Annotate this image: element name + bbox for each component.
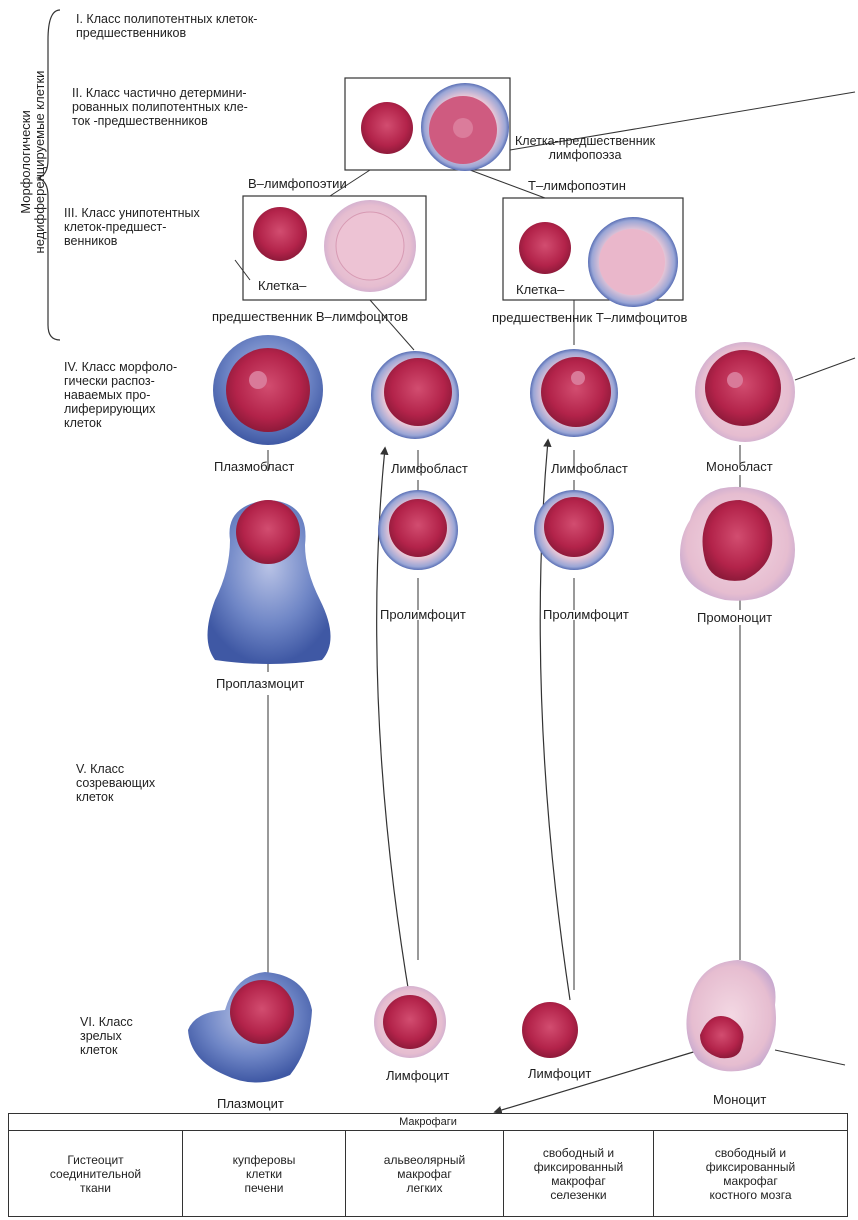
t-progenitor-label-bottom: предшественник Т–лимфоцитов xyxy=(492,310,687,325)
class-ii-small-cell xyxy=(361,102,413,154)
macrophage-cell-alveolar: альвеолярный макрофаг легких xyxy=(345,1131,503,1217)
b-lymphoblast-label: Лимфобласт xyxy=(391,461,468,476)
t-progenitor-large-cell xyxy=(588,217,678,307)
proplasmocyte-cell xyxy=(208,500,331,664)
class-iv-title: IV. Класс морфоло- гически распоз- навае… xyxy=(64,360,177,430)
macrophage-cell-histiocyte: Гистеоцит соединительной ткани xyxy=(9,1131,182,1217)
b-progenitor-small-cell xyxy=(253,207,307,261)
t-lymphoblast-cell xyxy=(530,349,618,437)
b-progenitor-large-cell xyxy=(324,200,416,292)
t-prolymphocyte-cell xyxy=(534,490,614,570)
class-ii-title: II. Класс частично детермини- рованных п… xyxy=(72,86,248,128)
t-lymphoblast-label: Лимфобласт xyxy=(551,461,628,476)
proplasmocyte-label: Проплазмоцит xyxy=(216,676,304,691)
macrophages-header: Макрофаги xyxy=(9,1114,847,1131)
b-lymphoblast-cell xyxy=(371,351,459,439)
side-label: Морфологически недифференцируемые клетки xyxy=(19,67,47,257)
macrophage-cell-kupffer: купферовы клетки печени xyxy=(182,1131,345,1217)
plasmocyte-cell xyxy=(188,972,312,1083)
t-progenitor-small-cell xyxy=(519,222,571,274)
b-progenitor-label-top: Клетка– xyxy=(258,278,306,293)
monocyte-label: Моноцит xyxy=(713,1092,766,1107)
macrophage-cell-spleen: свободный и фиксированный макрофаг селез… xyxy=(503,1131,653,1217)
class-v-title: V. Класс созревающих клеток xyxy=(76,762,155,804)
lymphopoiesis-progenitor-cell xyxy=(421,83,509,171)
promonocyte-label: Промоноцит xyxy=(697,610,772,625)
t-prolymphocyte-label: Пролимфоцит xyxy=(543,607,629,622)
t-lymphopoietin-label: Т–лимфопоэтин xyxy=(528,178,626,193)
plasmoblast-cell xyxy=(213,335,323,445)
monoblast-cell xyxy=(695,342,795,442)
promonocyte-cell xyxy=(680,487,795,601)
t-lymphocyte-cell xyxy=(522,1002,578,1058)
monocyte-cell xyxy=(686,960,776,1071)
macrophage-cell-bone-marrow: свободный и фиксированный макрофаг костн… xyxy=(653,1131,847,1217)
class-vi-title: VI. Класс зрелых клеток xyxy=(80,1015,133,1057)
monoblast-label: Монобласт xyxy=(706,459,773,474)
t-progenitor-label-top: Клетка– xyxy=(516,282,564,297)
plasmocyte-label: Плазмоцит xyxy=(217,1096,284,1111)
b-lymphocyte-cell xyxy=(374,986,446,1058)
class-i-title: I. Класс полипотентных клеток- предшеств… xyxy=(76,12,257,40)
class-iii-title: III. Класс унипотентных клеток-предшест-… xyxy=(64,206,200,248)
b-lymphocyte-label: Лимфоцит xyxy=(386,1068,449,1083)
t-lymphocyte-label: Лимфоцит xyxy=(528,1066,591,1081)
b-prolymphocyte-cell xyxy=(378,490,458,570)
lymphopoiesis-progenitor-label: Клетка-предшественник лимфопоэза xyxy=(515,134,655,162)
monocyte-arrow xyxy=(495,1050,700,1112)
b-lymphopoietin-label: В–лимфопоэтии xyxy=(248,176,347,191)
plasmoblast-label: Плазмобласт xyxy=(214,459,294,474)
macrophages-table: Макрофаги Гистеоцит соединительной ткани… xyxy=(8,1113,848,1217)
b-progenitor-label-bottom: предшественник В–лимфоцитов xyxy=(212,309,408,324)
b-prolymphocyte-label: Пролимфоцит xyxy=(380,607,466,622)
